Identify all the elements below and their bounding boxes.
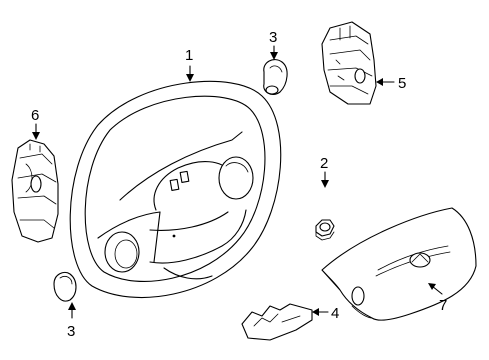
airbag-module	[321, 207, 477, 321]
callout-1: 1	[185, 47, 194, 82]
steering-wheel	[69, 80, 282, 298]
bracket	[241, 303, 313, 341]
callout-label-6: 6	[31, 107, 39, 124]
callout-label-7: 7	[439, 297, 447, 314]
callout-label-5: 5	[398, 75, 406, 92]
cover-cap-upper	[263, 59, 288, 95]
switch-assembly-left	[11, 139, 59, 243]
callout-label-2: 2	[320, 155, 328, 172]
cover-cap-lower	[53, 271, 77, 302]
callout-3-lower: 3	[67, 302, 76, 340]
callout-6: 6	[31, 107, 40, 140]
callout-3-upper: 3	[269, 29, 278, 60]
callout-label-4: 4	[331, 305, 339, 322]
callout-4: 4	[312, 305, 339, 322]
callout-2: 2	[320, 155, 329, 188]
callout-label-1: 1	[185, 47, 193, 64]
callout-label-3-upper: 3	[269, 29, 277, 46]
switch-assembly	[321, 21, 377, 105]
nut	[315, 219, 335, 241]
callout-label-3-lower: 3	[67, 323, 75, 340]
callout-7: 7	[428, 283, 447, 314]
callout-5: 5	[376, 75, 406, 92]
